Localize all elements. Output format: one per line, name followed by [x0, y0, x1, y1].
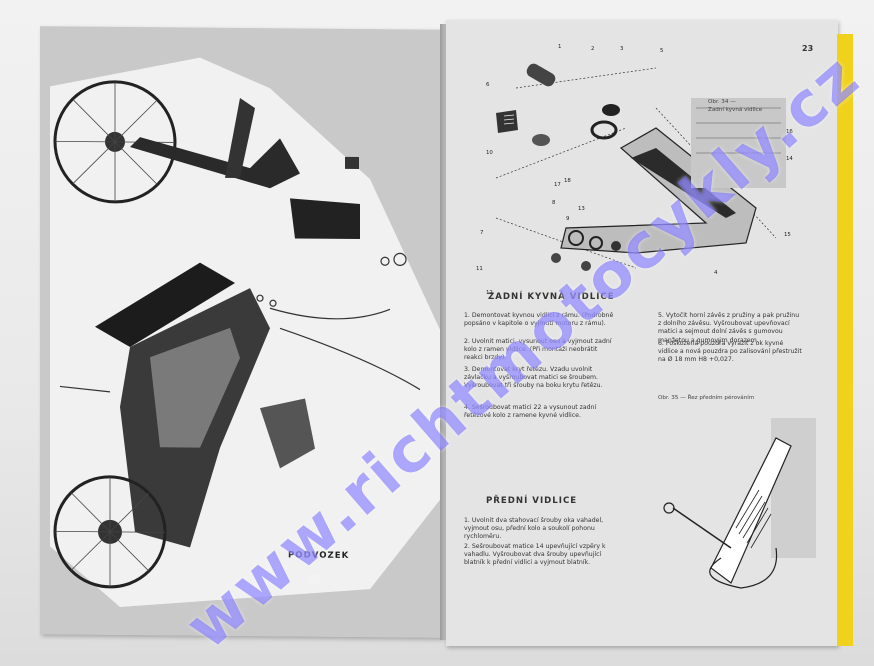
yellow-page-edge [837, 34, 853, 646]
callout-12: 12 [486, 290, 493, 296]
rear-fork-step-4: 4. Sešroubovat matici 22 a vysunout zadn… [464, 404, 597, 420]
callout-3: 3 [620, 46, 624, 52]
callout-2: 2 [591, 46, 595, 52]
callout-18: 18 [564, 178, 571, 184]
figure-35-caption: Obr. 35 — Řez předním pérováním [658, 395, 755, 401]
page-number: 23 [802, 44, 814, 53]
front-fork-step-2: 2. Sešroubovat matice 14 upevňující vzpě… [464, 543, 606, 567]
callout-10: 10 [486, 150, 493, 156]
left-page: PODVOZEK [40, 26, 442, 638]
callout-9: 9 [566, 216, 570, 222]
callout-17: 17 [554, 182, 561, 188]
callout-8: 8 [552, 200, 556, 206]
rear-fork-heading: ZADNÍ KYVNÁ VIDLICE [488, 292, 615, 302]
callout-11: 11 [476, 266, 483, 272]
callout-5: 5 [660, 48, 664, 54]
front-suspension-section-drawing [663, 418, 816, 589]
callout-7: 7 [480, 230, 484, 236]
callout-16: 16 [786, 129, 793, 135]
rear-fork-step-5: 5. Vytočit horní závěs z pružiny a pak p… [658, 312, 800, 344]
callout-14: 14 [786, 156, 793, 162]
figure-34-caption: Obr. 34 — Zadní kyvná vidlice [708, 99, 763, 113]
book-gutter [440, 24, 450, 640]
callout-6: 6 [486, 82, 490, 88]
callout-15: 15 [784, 232, 791, 238]
rear-fork-step-2: 2. Uvolnit matici, vysunout osu a vyjmou… [464, 338, 612, 362]
chassis-exploded-drawing [40, 26, 442, 638]
front-fork-heading: PŘEDNÍ VIDLICE [486, 496, 578, 506]
rear-fork-exploded-drawing [495, 63, 786, 271]
rear-fork-step-6: 6. Poškozená pouzdra vyrazit z ok kyvné … [658, 340, 802, 364]
rear-fork-step-3: 3. Demontovat kryt řetězu. Vzadu uvolnit… [464, 366, 603, 390]
right-page: 23 [446, 20, 838, 646]
front-fork-step-1: 1. Uvolnit dva stahovací šrouby oka vaha… [464, 517, 604, 541]
rear-fork-step-1: 1. Demontovat kyvnou vidlici z rámu. (Po… [464, 312, 614, 328]
callout-13: 13 [578, 206, 585, 212]
callout-1: 1 [558, 44, 562, 50]
callout-4: 4 [714, 270, 718, 276]
